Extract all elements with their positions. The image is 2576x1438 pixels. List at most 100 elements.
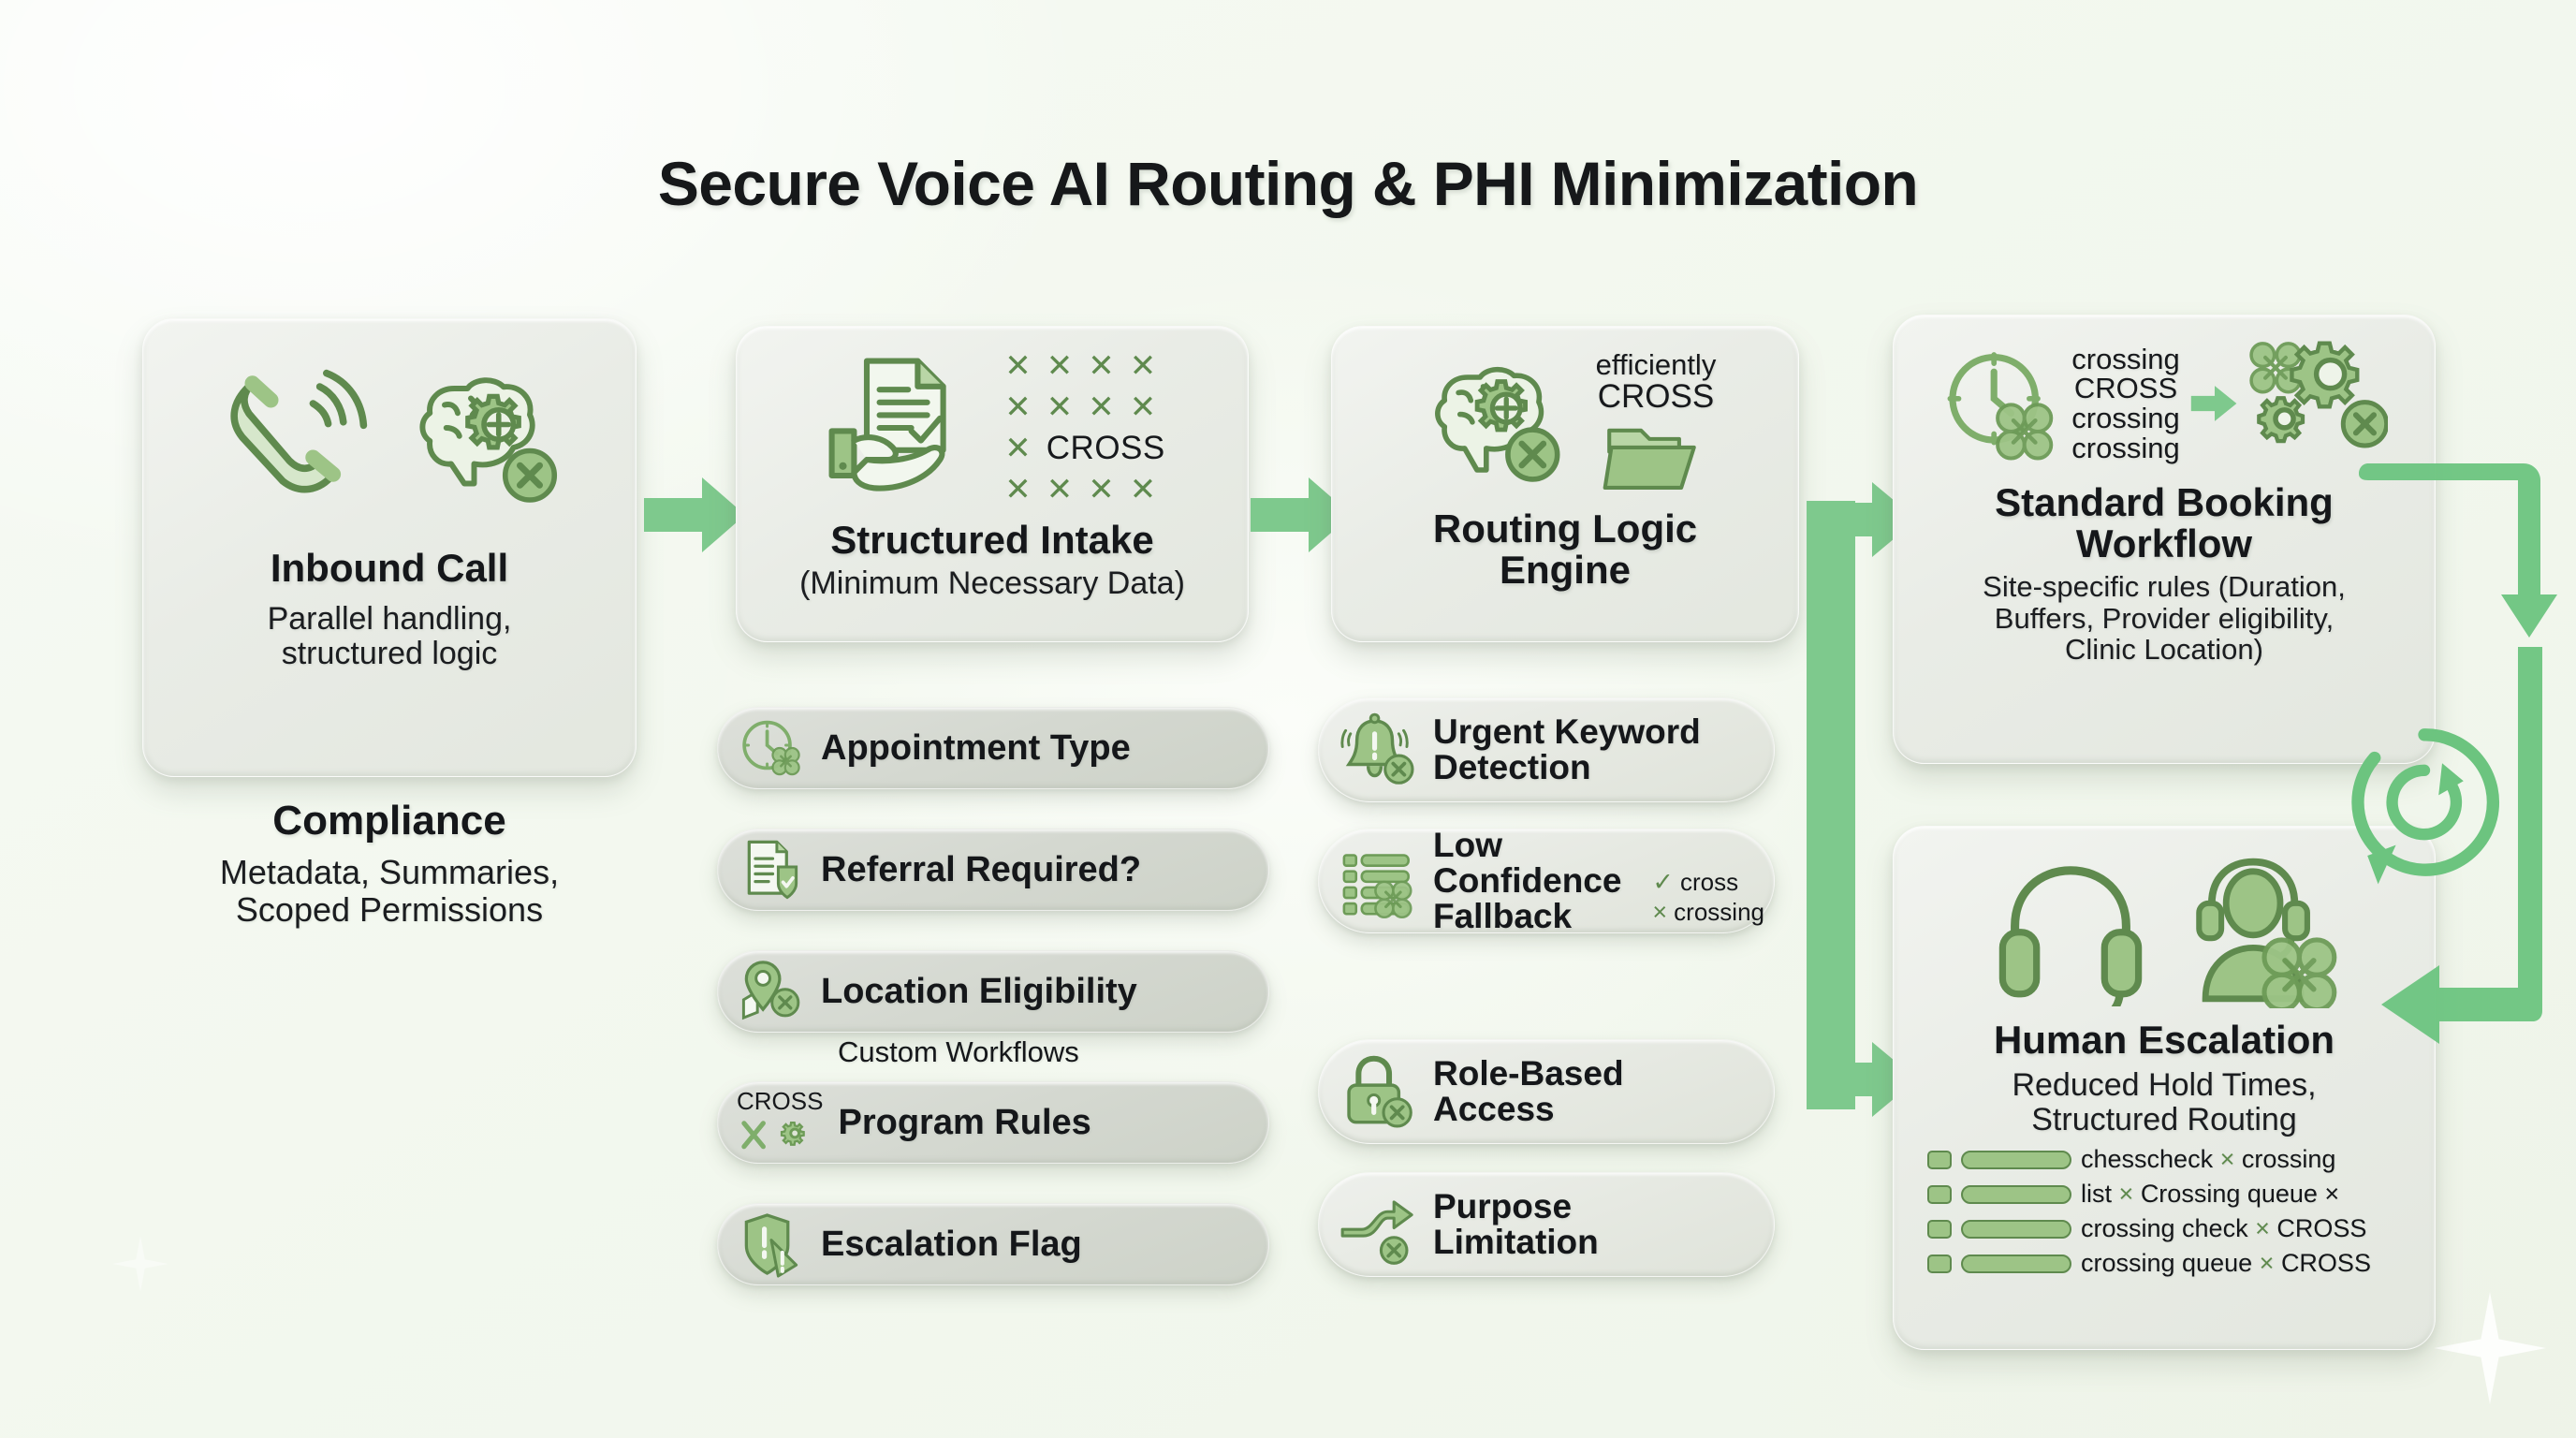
x-mark-icon: × [1652,897,1668,926]
list-item: list × Crossing queue × [1927,1180,2414,1209]
pill-label-appointment-type: Appointment Type [821,727,1131,768]
arrow-right-icon [2190,386,2237,421]
agent-headset-icon [2195,858,2336,1008]
x-badge-icon [1504,426,1560,482]
card-standard-booking-workflow[interactable]: crossing CROSS crossing crossing [1893,315,2436,764]
pill-urgent-keyword-detection[interactable]: Urgent Keyword Detection [1318,697,1775,802]
list-chip-icon [1927,1219,1952,1239]
booking-sub-1: Site-specific rules (Duration, [1983,570,2346,604]
rba-line-1: Role-Based [1433,1054,1624,1093]
escalation-mini-list: chesscheck × crossing list × Crossing qu… [1914,1145,2414,1278]
booking-word-1: crossing [2071,342,2180,375]
rba-line-2: Access [1433,1090,1555,1128]
list-x-icon [1338,841,1418,921]
pill-low-confidence-fallback[interactable]: Low Confidence Fallback ✓ cross × crossi… [1318,828,1775,933]
card-structured-intake[interactable]: ✕✕✕✕ ✕✕✕✕ ✕ CROSS ✕✕✕✕ Structured Intake… [736,326,1249,642]
x-badge-icon [2340,400,2388,448]
fallback-annotations: ✓ cross × crossing [1652,868,1764,927]
card-human-escalation[interactable]: Human Escalation Reduced Hold Times, Str… [1893,826,2436,1350]
arrow-intake-to-routing [1251,477,1352,552]
urgent-line-1: Urgent Keyword [1433,712,1701,752]
pill-appointment-type[interactable]: Appointment Type [717,707,1269,789]
pill-label-referral-required: Referral Required? [821,849,1142,889]
booking-word-2: CROSS [2073,372,2178,405]
routing-engine-title-1: Routing Logic [1432,506,1698,550]
pill-purpose-limitation[interactable]: Purpose Limitation [1318,1172,1775,1277]
fallback-annotation-row: × crossing [1652,898,1764,927]
clock-icon [1947,352,2054,461]
loop-back-booking-to-escalation [2359,463,2557,1044]
pill-label-urgent-keyword-detection: Urgent Keyword Detection [1433,714,1701,785]
inbound-call-icon-group [158,344,621,531]
booking-word-4: crossing [2071,431,2180,464]
arrow-inbound-to-intake [644,477,745,552]
refresh-loop-icon [2351,728,2499,885]
clock-x-icon [737,713,806,783]
list-bar-icon [1961,1219,2071,1239]
document-check-in-hand-icon [828,358,946,492]
document-shield-check-icon [737,835,806,904]
lock-x-icon [1338,1051,1418,1132]
structured-intake-icon-group: ✕✕✕✕ ✕✕✕✕ ✕ CROSS ✕✕✕✕ [752,344,1233,512]
pill-label-low-confidence-fallback: Low Confidence Fallback [1433,828,1632,933]
program-rules-cross-label: CROSS [737,1087,824,1115]
list-bar-icon [1961,1254,2071,1273]
urgent-line-2: Detection [1433,748,1591,786]
routing-word-1: efficiently [1595,348,1717,382]
list-chip-icon [1927,1150,1952,1169]
x-mark-icon: × [2255,1214,2270,1243]
x-mark-icon: × [2219,1145,2235,1174]
list-item: crossing check × CROSS [1927,1214,2414,1243]
pill-location-eligibility[interactable]: Location Eligibility [717,950,1269,1033]
compliance-line-2: Scoped Permissions [235,890,544,930]
sparkle-decoration [2434,1292,2546,1404]
fallback-annotation-text-1: cross [1680,867,1739,896]
pill-label-program-rules: Program Rules [838,1102,1091,1142]
pill-role-based-access[interactable]: Role-Based Access [1318,1039,1775,1144]
routing-word-2: CROSS [1597,377,1715,415]
pill-program-rules[interactable]: CROSS Program Rules [717,1081,1269,1164]
trunk-routing-to-right-column [1807,482,1917,1117]
headset-icon [1998,865,2142,1006]
purpose-line-2: Limitation [1433,1223,1599,1261]
pill-label-purpose-limitation: Purpose Limitation [1433,1189,1599,1259]
escalation-list-text-1: chesscheck × crossing [2081,1145,2336,1174]
booking-title-2: Workflow [2075,521,2253,565]
inbound-call-subtitle-2: structured logic [281,636,498,672]
inbound-call-subtitle-1: Parallel handling, [267,600,512,637]
booking-word-3: crossing [2071,402,2180,434]
branch-share-x-icon [1338,1184,1418,1265]
booking-sub-3: Clinic Location) [2065,633,2263,667]
bell-alert-x-icon [1338,710,1418,790]
pill-escalation-flag[interactable]: Escalation Flag [717,1203,1269,1285]
sparkle-decoration [112,1236,168,1292]
structured-intake-title: Structured Intake [830,518,1154,562]
x-mark-icon: × [2118,1180,2134,1209]
routing-engine-title-2: Engine [1499,547,1631,592]
folder-open-icon [1603,428,1696,490]
intake-cross-label: CROSS [1046,430,1165,466]
pill-label-role-based-access: Role-Based Access [1433,1056,1624,1126]
gears-icon [2249,341,2388,448]
brain-gear-icon [418,376,557,503]
phone-ringing-icon [229,369,367,493]
pill-overflow-custom-workflows: Custom Workflows [838,1035,1079,1068]
fallback-line-1: Low Confidence [1433,826,1622,901]
booking-title-1: Standard Booking [1995,480,2334,524]
escalation-sub-1: Reduced Hold Times, [2012,1066,2317,1103]
escalation-sub-2: Structured Routing [2031,1102,2297,1138]
page-title: Secure Voice AI Routing & PHI Minimizati… [657,149,1919,218]
list-chip-icon [1927,1184,1952,1204]
list-bar-icon [1961,1184,2071,1204]
fallback-annotation-text-2: crossing [1674,897,1764,926]
x-mark-icon: × [2259,1249,2275,1278]
escalation-list-text-2: list × Crossing queue × [2081,1180,2340,1209]
booking-sub-2: Buffers, Provider eligibility, [1994,601,2334,635]
purpose-line-1: Purpose [1433,1187,1573,1226]
pill-label-location-eligibility: Location Eligibility [821,971,1137,1011]
pill-referral-required[interactable]: Referral Required? [717,829,1269,911]
map-pin-x-icon [737,957,806,1026]
card-routing-logic-engine[interactable]: efficiently CROSS Routing Logic Engine [1331,326,1799,642]
card-inbound-call[interactable]: Inbound Call Parallel handling, structur… [142,318,637,777]
escalation-list-text-4: crossing queue × CROSS [2081,1249,2371,1278]
